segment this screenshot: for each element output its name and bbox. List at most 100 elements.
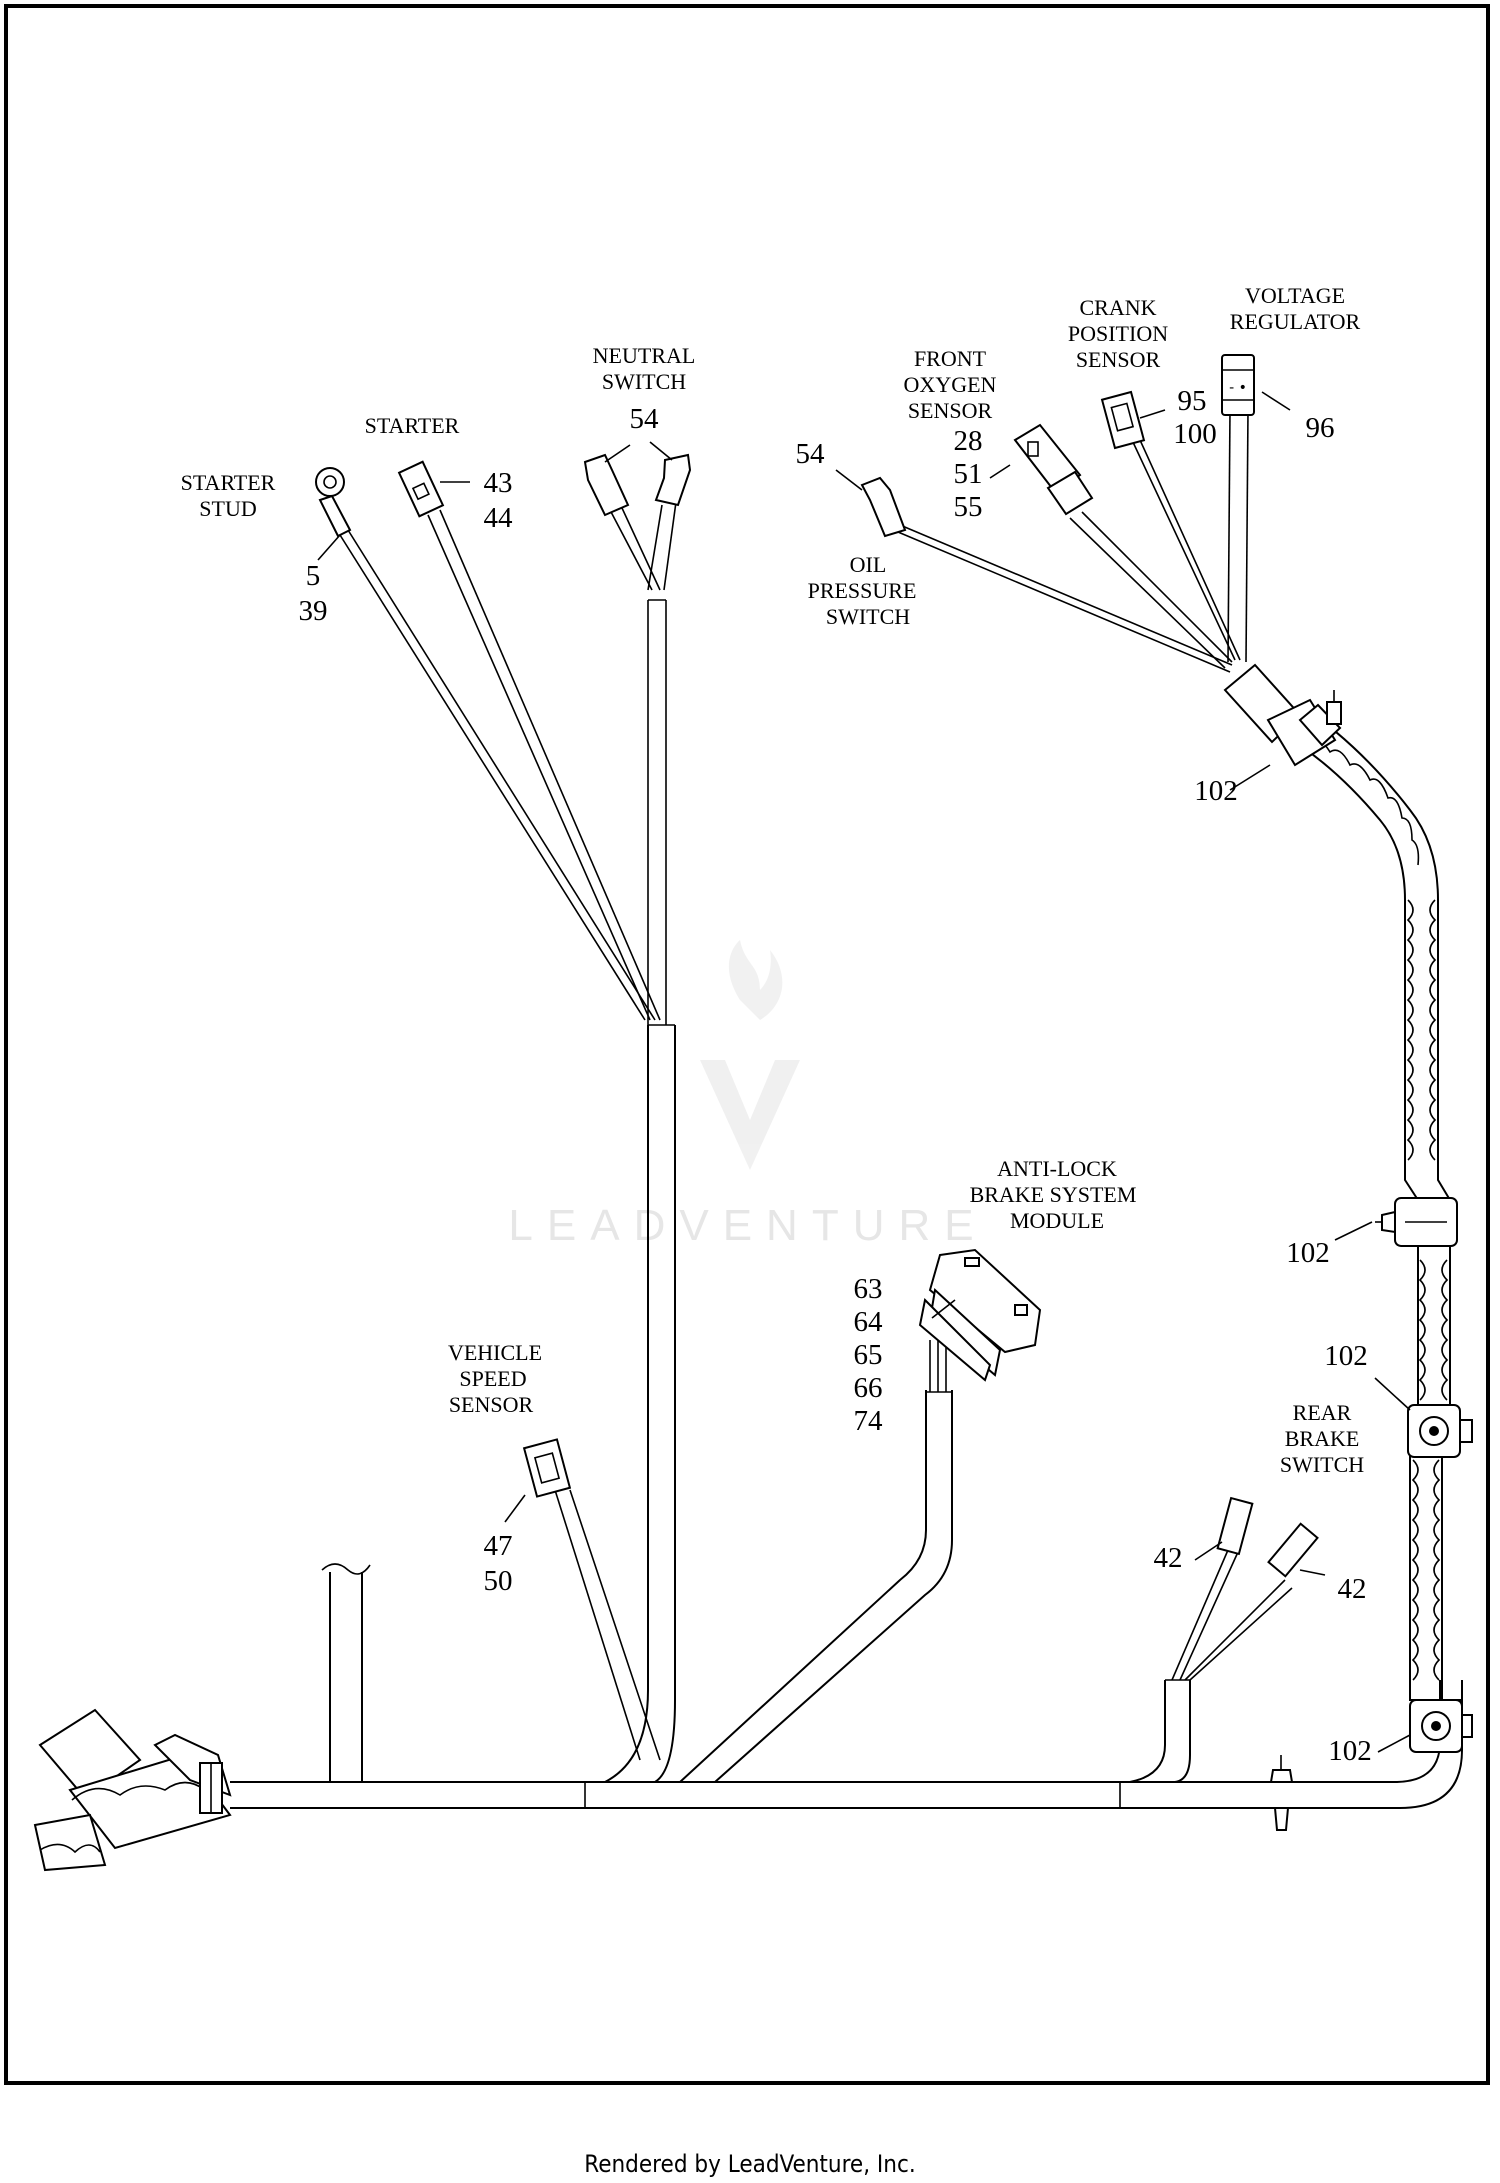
rear-brake-clip: [1407, 1404, 1473, 1458]
label-voltage-regulator: VOLTAGE REGULATOR: [1230, 283, 1361, 334]
svg-text:63: 63: [854, 1273, 883, 1305]
callout-starter-stud: 5 39: [299, 560, 328, 627]
svg-text:- •: - •: [1229, 380, 1247, 396]
callout-clip-mid: 102: [1286, 1237, 1330, 1269]
svg-text:66: 66: [854, 1372, 883, 1404]
callout-clip-lower: 102: [1328, 1735, 1372, 1767]
rear-brake-branch: [1129, 1549, 1293, 1783]
svg-text:FRONT: FRONT: [914, 346, 987, 371]
callout-crank-position-sensor: 95 100: [1173, 385, 1217, 450]
svg-text:100: 100: [1173, 418, 1217, 450]
svg-text:51: 51: [954, 458, 983, 490]
watermark-text: LEADVENTURE: [508, 1201, 987, 1250]
front-oxygen-sensor-connector: [1013, 423, 1094, 516]
mid-clip: [1375, 1197, 1458, 1247]
svg-text:NEUTRAL: NEUTRAL: [593, 343, 696, 368]
label-crank-position-sensor: CRANK POSITION SENSOR: [1068, 295, 1168, 372]
callout-vehicle-speed-sensor: 47 50: [484, 1530, 513, 1597]
svg-text:REGULATOR: REGULATOR: [1230, 309, 1361, 334]
cut-branch: [321, 1563, 371, 1782]
diagram-frame: [4, 4, 1490, 2085]
callout-front-oxygen-sensor: 28 51 55: [954, 425, 983, 523]
callout-rear-brake-left: 42: [1154, 1542, 1183, 1574]
svg-text:ANTI-LOCK: ANTI-LOCK: [997, 1156, 1117, 1181]
svg-text:CRANK: CRANK: [1079, 295, 1156, 320]
svg-text:54: 54: [796, 438, 826, 470]
svg-text:102: 102: [1286, 1237, 1330, 1269]
engine-branch: [339, 501, 677, 1783]
svg-text:STARTER: STARTER: [181, 470, 276, 495]
svg-text:5: 5: [306, 560, 321, 592]
svg-text:SWITCH: SWITCH: [602, 369, 686, 394]
svg-text:28: 28: [954, 425, 983, 457]
svg-text:OXYGEN: OXYGEN: [904, 372, 997, 397]
svg-text:MODULE: MODULE: [1010, 1208, 1104, 1233]
svg-text:SPEED: SPEED: [459, 1366, 526, 1391]
label-oil-pressure-switch: OIL PRESSURE SWITCH: [808, 552, 917, 629]
svg-text:VEHICLE: VEHICLE: [448, 1340, 542, 1365]
callout-oil-pressure-switch: 54: [796, 438, 826, 470]
label-front-oxygen-sensor: FRONT OXYGEN SENSOR: [904, 346, 997, 423]
svg-text:47: 47: [484, 1530, 513, 1562]
svg-text:42: 42: [1154, 1542, 1183, 1574]
svg-text:PRESSURE: PRESSURE: [808, 578, 917, 603]
label-neutral-switch: NEUTRAL SWITCH: [593, 343, 696, 394]
upper-breakout-clip: [1223, 663, 1342, 767]
svg-text:42: 42: [1338, 1573, 1367, 1605]
svg-text:96: 96: [1306, 412, 1335, 444]
svg-text:95: 95: [1178, 385, 1207, 417]
svg-text:REAR: REAR: [1293, 1400, 1352, 1425]
svg-text:102: 102: [1194, 775, 1238, 807]
crank-position-connector: [1100, 390, 1146, 450]
leader-lines: [317, 391, 1411, 1753]
svg-text:102: 102: [1324, 1340, 1368, 1372]
svg-text:SWITCH: SWITCH: [1280, 1452, 1364, 1477]
svg-text:65: 65: [854, 1339, 883, 1371]
svg-text:55: 55: [954, 491, 983, 523]
callout-voltage-regulator: 96: [1306, 412, 1335, 444]
svg-text:POSITION: POSITION: [1068, 321, 1168, 346]
svg-text:64: 64: [854, 1306, 884, 1338]
starter-connector: [397, 460, 445, 518]
svg-text:44: 44: [484, 502, 514, 534]
starter-stud-ring-terminal: [315, 467, 352, 538]
callout-clip-upper: 102: [1194, 775, 1238, 807]
neutral-switch-boots: [583, 453, 692, 517]
callout-abs-module: 63 64 65 66 74: [854, 1273, 884, 1437]
vss-connector: [522, 1438, 572, 1498]
svg-text:BRAKE: BRAKE: [1285, 1426, 1360, 1451]
main-trunk: [230, 1680, 1463, 1809]
svg-text:OIL: OIL: [850, 552, 887, 577]
svg-text:50: 50: [484, 1565, 513, 1597]
abs-module-connector: [918, 1248, 1042, 1382]
svg-text:SENSOR: SENSOR: [1076, 347, 1161, 372]
watermark-logo: [700, 940, 800, 1170]
callout-starter: 43 44: [484, 467, 514, 534]
svg-text:39: 39: [299, 595, 328, 627]
voltage-regulator-connector: - •: [1221, 354, 1255, 416]
callout-clip-rear-brake: 102: [1324, 1340, 1368, 1372]
svg-text:BRAKE SYSTEM: BRAKE SYSTEM: [970, 1182, 1137, 1207]
svg-text:74: 74: [854, 1405, 884, 1437]
svg-text:43: 43: [484, 467, 513, 499]
svg-text:102: 102: [1328, 1735, 1372, 1767]
vss-branch: [554, 1489, 661, 1761]
lower-clip: [1409, 1699, 1473, 1753]
svg-text:SENSOR: SENSOR: [908, 398, 993, 423]
svg-text:SENSOR: SENSOR: [449, 1392, 534, 1417]
callout-rear-brake-right: 42: [1338, 1573, 1367, 1605]
svg-text:STUD: STUD: [199, 496, 256, 521]
svg-text:54: 54: [630, 403, 660, 435]
label-abs-module: ANTI-LOCK BRAKE SYSTEM MODULE: [970, 1156, 1137, 1233]
label-starter-stud: STARTER STUD: [181, 470, 276, 521]
callout-neutral-switch: 54: [630, 403, 660, 435]
rear-brake-connectors: [1216, 1496, 1319, 1578]
label-rear-brake-switch: REAR BRAKE SWITCH: [1280, 1400, 1364, 1477]
abs-branch: [679, 1340, 953, 1783]
trunk-push-pin: [1269, 1755, 1294, 1831]
label-vehicle-speed-sensor: VEHICLE SPEED SENSOR: [448, 1340, 542, 1417]
svg-text:VOLTAGE: VOLTAGE: [1245, 283, 1345, 308]
svg-text:STARTER: STARTER: [365, 413, 460, 438]
footer-credit: Rendered by LeadVenture, Inc.: [584, 2150, 916, 2178]
